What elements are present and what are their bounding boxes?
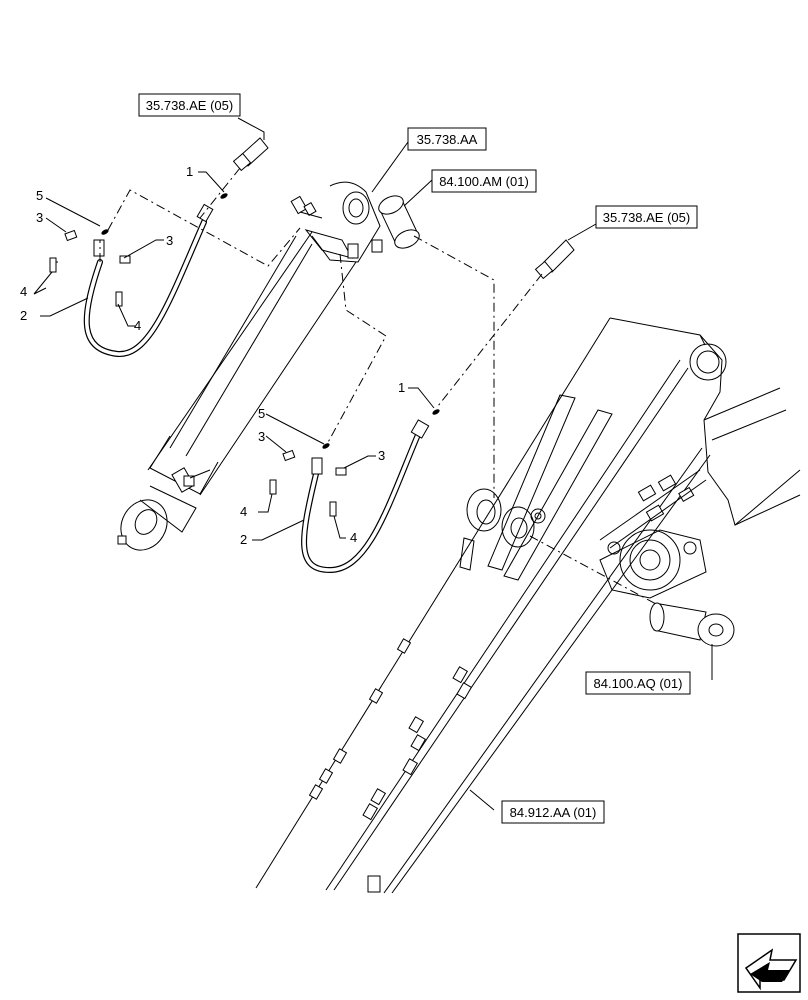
- bushing-part: [378, 195, 420, 249]
- callout-lower-2: 2: [240, 532, 247, 547]
- ref-label-top-left: 35.738.AE (05): [146, 98, 233, 113]
- pin-part: [649, 602, 735, 647]
- ref-label-right: 35.738.AE (05): [603, 210, 690, 225]
- callout-upper-3b: 3: [166, 233, 173, 248]
- fitting-top: [232, 137, 269, 172]
- lower-hose-assembly: [269, 409, 440, 574]
- callout-lower-3b: 3: [378, 448, 385, 463]
- callout-upper-1: 1: [186, 164, 193, 179]
- ref-box-arm[interactable]: 84.912.AA (01): [501, 800, 605, 824]
- callout-lower-1: 1: [398, 380, 405, 395]
- back-arrow-icon[interactable]: [737, 933, 801, 993]
- ref-label-arm: 84.912.AA (01): [510, 805, 597, 820]
- callout-lower-4a: 4: [240, 504, 247, 519]
- arm-assembly: [255, 317, 801, 894]
- callout-upper-3a: 3: [36, 210, 43, 225]
- callout-lower-5: 5: [258, 406, 265, 421]
- ref-box-bushing[interactable]: 84.100.AM (01): [431, 169, 537, 193]
- callout-numbers: 1 5 3 3 4 2 4 1 5 3 3 4 2 4: [20, 164, 405, 547]
- center-lines: [99, 167, 657, 605]
- ref-label-pin: 84.100.AQ (01): [594, 676, 683, 691]
- callout-upper-2: 2: [20, 308, 27, 323]
- ref-label-cylinder: 35.738.AA: [417, 132, 478, 147]
- ref-box-right[interactable]: 35.738.AE (05): [595, 205, 698, 229]
- callout-lower-3a: 3: [258, 429, 265, 444]
- ref-box-top-left[interactable]: 35.738.AE (05): [138, 93, 241, 117]
- callout-lower-4b: 4: [350, 530, 357, 545]
- leader-lines: [33, 117, 713, 811]
- callout-upper-4a: 4: [20, 284, 27, 299]
- ref-label-bushing: 84.100.AM (01): [439, 174, 529, 189]
- callout-upper-4b: 4: [134, 318, 141, 333]
- ref-box-cylinder[interactable]: 35.738.AA: [407, 127, 487, 151]
- ref-box-pin[interactable]: 84.100.AQ (01): [585, 671, 691, 695]
- callout-upper-5: 5: [36, 188, 43, 203]
- hydraulic-cylinder: [117, 181, 383, 551]
- fitting-right: [534, 239, 575, 280]
